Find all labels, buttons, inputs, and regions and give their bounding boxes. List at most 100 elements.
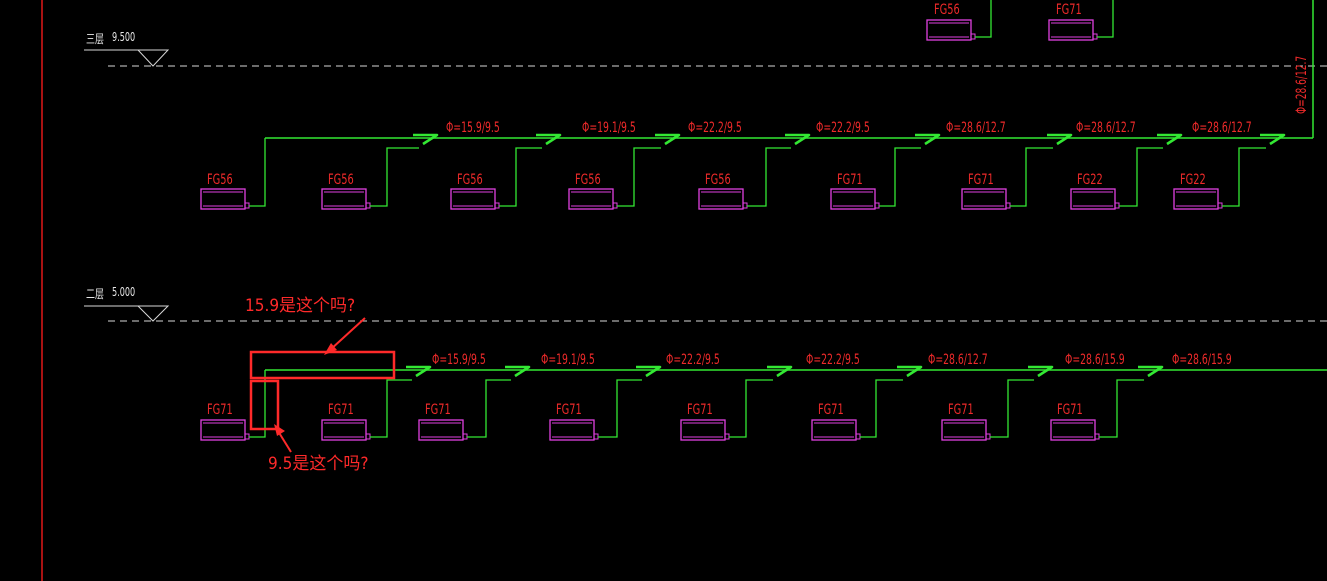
unit-body xyxy=(926,19,972,41)
unit-body xyxy=(961,188,1007,210)
unit-label: FG71 xyxy=(207,401,233,418)
unit-body xyxy=(698,188,744,210)
unit-body xyxy=(200,419,246,441)
fan-coil-unit-fg71 xyxy=(961,188,1011,210)
unit-body xyxy=(941,419,987,441)
pipe-size-label: Φ=22.2/9.5 xyxy=(666,351,720,367)
branch-pipe xyxy=(747,147,791,207)
branch-pipe xyxy=(370,147,419,207)
fan-coil-unit-fg56 xyxy=(321,188,371,210)
branch-pipe xyxy=(598,379,642,438)
unit-body xyxy=(1050,419,1096,441)
fan-coil-unit-fg71 xyxy=(549,419,599,441)
unit-body xyxy=(549,419,595,441)
pipe-size-label: Φ=15.9/9.5 xyxy=(432,351,486,367)
unit-label: FG71 xyxy=(328,401,354,418)
branch-pipe xyxy=(1119,147,1163,207)
pipe-size-label: Φ=28.6/12.7 xyxy=(1192,119,1252,135)
branch-pipe xyxy=(1222,147,1266,207)
unit-body xyxy=(321,188,367,210)
branch-pipe xyxy=(1097,0,1114,38)
branch-pipe xyxy=(467,379,511,438)
pipe-size-label: Φ=22.2/9.5 xyxy=(806,351,860,367)
pipe-branch-joint xyxy=(413,133,439,146)
unit-body xyxy=(1070,188,1116,210)
unit-body xyxy=(1048,19,1094,41)
pipe-branch-joint xyxy=(1028,365,1054,378)
unit-label: FG71 xyxy=(948,401,974,418)
unit-body xyxy=(1173,188,1219,210)
fan-coil-unit-fg71 xyxy=(680,419,730,441)
unit-label: FG71 xyxy=(1056,1,1082,18)
unit-label: FG71 xyxy=(687,401,713,418)
branch-pipe xyxy=(617,147,661,207)
unit-body xyxy=(830,188,876,210)
unit-label: FG22 xyxy=(1180,171,1206,188)
annotation-box-main-pipe xyxy=(249,350,396,380)
annotation-text-2: 9.5是这个吗? xyxy=(268,454,368,474)
unit-label: FG71 xyxy=(425,401,451,418)
unit-body xyxy=(200,188,246,210)
unit-label: FG71 xyxy=(968,171,994,188)
fan-coil-unit-fg22 xyxy=(1070,188,1120,210)
fan-coil-unit-fg56 xyxy=(200,188,250,210)
level-elevation: 9.500 xyxy=(112,31,135,45)
unit-label: FG56 xyxy=(328,171,354,188)
riser-pipe-label: Φ=28.6/12.7 xyxy=(1293,56,1309,114)
unit-label: FG56 xyxy=(575,171,601,188)
unit-label: FG56 xyxy=(207,171,233,188)
pipe-branch-joint xyxy=(406,365,432,378)
unit-label: FG22 xyxy=(1077,171,1103,188)
unit-label: FG56 xyxy=(457,171,483,188)
fan-coil-unit-fg22 xyxy=(1173,188,1223,210)
unit-body xyxy=(811,419,857,441)
pipe-size-label: Φ=28.6/15.9 xyxy=(1172,351,1232,367)
pipe-branch-joint xyxy=(1260,133,1286,146)
fan-coil-unit-fg71 xyxy=(200,419,250,441)
fan-coil-unit-fg71 xyxy=(321,419,371,441)
annotation-arrowhead-1 xyxy=(324,343,337,355)
branch-pipe xyxy=(990,379,1034,438)
pipe-branch-joint xyxy=(505,365,531,378)
unit-body xyxy=(450,188,496,210)
fan-coil-unit-fg56 xyxy=(568,188,618,210)
pipe-size-label: Φ=19.1/9.5 xyxy=(541,351,595,367)
fan-coil-unit-fg71 xyxy=(1048,19,1098,41)
unit-body xyxy=(321,419,367,441)
pipe-branch-joint xyxy=(785,133,811,146)
pipe-size-label: Φ=28.6/12.7 xyxy=(928,351,988,367)
pipe-branch-joint xyxy=(915,133,941,146)
pipe-size-label: Φ=28.6/15.9 xyxy=(1065,351,1125,367)
branch-pipe xyxy=(249,138,266,207)
branch-pipe xyxy=(860,379,903,438)
annotation-box-branch-pipe xyxy=(249,379,280,431)
pipe-size-label: Φ=19.1/9.5 xyxy=(582,119,636,135)
branch-pipe xyxy=(729,379,773,438)
pipe-branch-joint xyxy=(1047,133,1073,146)
branch-pipe xyxy=(879,147,921,207)
pipe-size-label: Φ=28.6/12.7 xyxy=(946,119,1006,135)
unit-label: FG71 xyxy=(1057,401,1083,418)
fan-coil-unit-fg71 xyxy=(418,419,468,441)
pipe-size-label: Φ=22.2/9.5 xyxy=(816,119,870,135)
unit-body xyxy=(568,188,614,210)
annotation-arrow-1 xyxy=(329,317,366,351)
annotation-group: 15.9是这个吗? 9.5是这个吗? xyxy=(245,296,396,474)
pipe-branch-joint xyxy=(655,133,681,146)
pipe-branch-joint xyxy=(536,133,562,146)
pipe-branch-joint xyxy=(636,365,662,378)
unit-label: FG71 xyxy=(556,401,582,418)
pipe-branch-joint xyxy=(1157,133,1183,146)
level-elevation: 5.000 xyxy=(112,286,135,300)
branch-pipe xyxy=(1010,147,1053,207)
fan-coil-unit-fg56 xyxy=(926,19,976,41)
unit-label: FG71 xyxy=(837,171,863,188)
unit-body xyxy=(418,419,464,441)
pipe-branch-joint xyxy=(767,365,793,378)
fan-coil-unit-fg71 xyxy=(1050,419,1100,441)
level-triangle xyxy=(136,305,170,322)
level-marker-lower: 二层 5.000 xyxy=(84,286,1327,322)
